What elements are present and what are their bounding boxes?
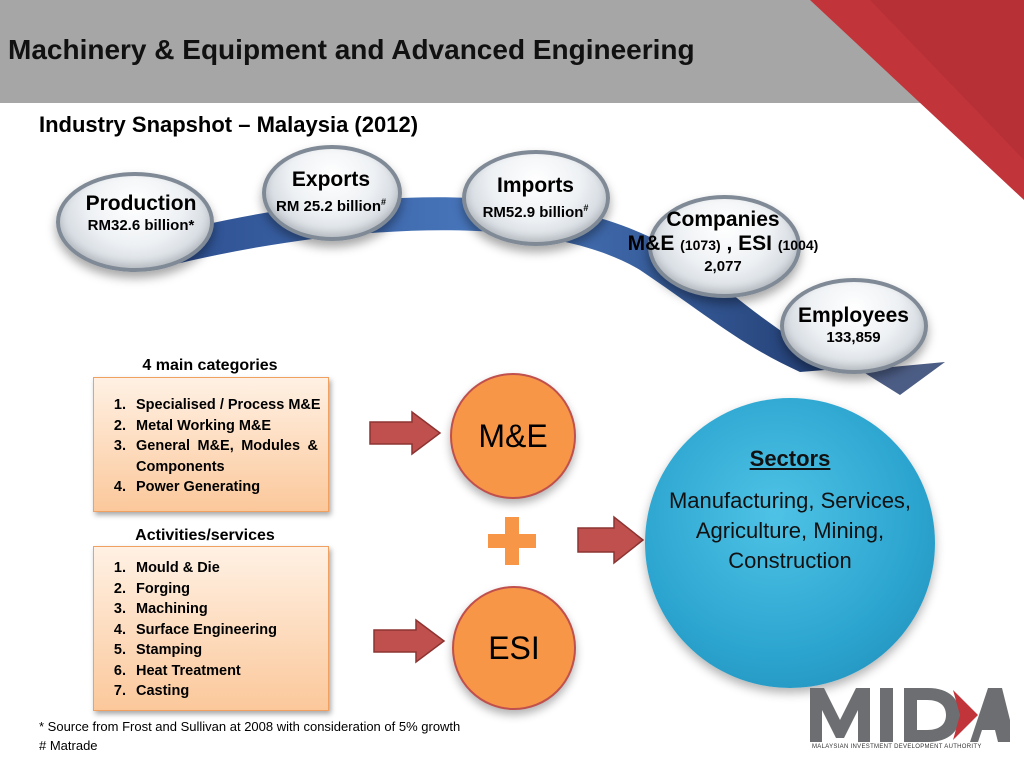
list-item: Mould & Die [130,558,328,579]
list-item: Specialised / Process M&E [130,395,328,416]
production-title: Production [85,192,197,215]
sectors-circle: Sectors Manufacturing, Services, Agricul… [645,398,935,688]
imports-mark: # [583,203,589,213]
list-item: Forging [130,579,328,600]
companies-title: Companies [666,208,780,231]
plus-icon [488,517,536,565]
footnote-matrade: # Matrade [39,738,98,753]
activities-list: Mould & Die Forging Machining Surface En… [94,547,328,702]
employees-title: Employees [798,304,909,327]
sectors-body: Manufacturing, Services, Agriculture, Mi… [668,488,912,573]
categories-box: Specialised / Process M&E Metal Working … [93,377,329,512]
exports-title: Exports [291,168,371,191]
categories-list: Specialised / Process M&E Metal Working … [94,378,328,498]
right-arrow-icon [373,618,446,664]
sectors-title: Sectors [749,446,831,471]
esi-circle: ESI [452,586,576,710]
activities-heading: Activities/services [135,527,275,544]
production-bubble [56,172,214,272]
employees-bubble [780,278,928,374]
companies-esi-label: ESI [738,232,773,255]
list-item: Machining [130,599,328,620]
companies-total: 2,077 [704,258,742,275]
production-label: Production RM32.6 billion* [56,192,226,236]
imports-value: RM52.9 billion [482,204,584,221]
imports-title: Imports [496,174,574,197]
right-arrow-icon [369,410,442,456]
exports-label: Exports RM 25.2 billion# [256,168,406,217]
exports-value: RM 25.2 billion [275,198,381,215]
activities-box: Mould & Die Forging Machining Surface En… [93,546,329,711]
mida-logo [810,688,1010,742]
exports-bubble [262,145,402,241]
list-item: Surface Engineering [130,620,328,641]
companies-me-count: (1073) [680,237,721,253]
companies-label: Companies M&E (1073) , ESI (1004) 2,077 [608,208,838,277]
production-value: RM32.6 billion* [87,217,195,234]
companies-sep: , [720,232,739,255]
categories-heading: 4 main categories [142,357,278,374]
imports-bubble [462,150,610,246]
logo-caption: MALAYSIAN INVESTMENT DEVELOPMENT AUTHORI… [812,744,982,750]
list-item: Power Generating [130,477,328,498]
list-item: Casting [130,681,328,702]
list-item: Metal Working M&E [130,416,328,437]
list-item: Stamping [130,640,328,661]
me-circle: M&E [450,373,576,499]
subtitle: Industry Snapshot – Malaysia (2012) [39,112,419,137]
employees-value: 133,859 [826,329,881,346]
footnote-source: * Source from Frost and Sullivan at 2008… [39,719,461,734]
list-item: General M&E, Modules & Components [130,436,328,477]
companies-me-label: M&E [627,232,675,255]
right-arrow-icon [577,515,645,565]
employees-label: Employees 133,859 [776,304,931,348]
companies-bubble [648,195,801,298]
corner-stripe [810,0,1024,200]
exports-mark: # [381,197,387,207]
imports-label: Imports RM52.9 billion# [458,174,613,223]
list-item: Heat Treatment [130,661,328,682]
companies-esi-count: (1004) [777,237,819,253]
page-title: Machinery & Equipment and Advanced Engin… [8,34,695,65]
